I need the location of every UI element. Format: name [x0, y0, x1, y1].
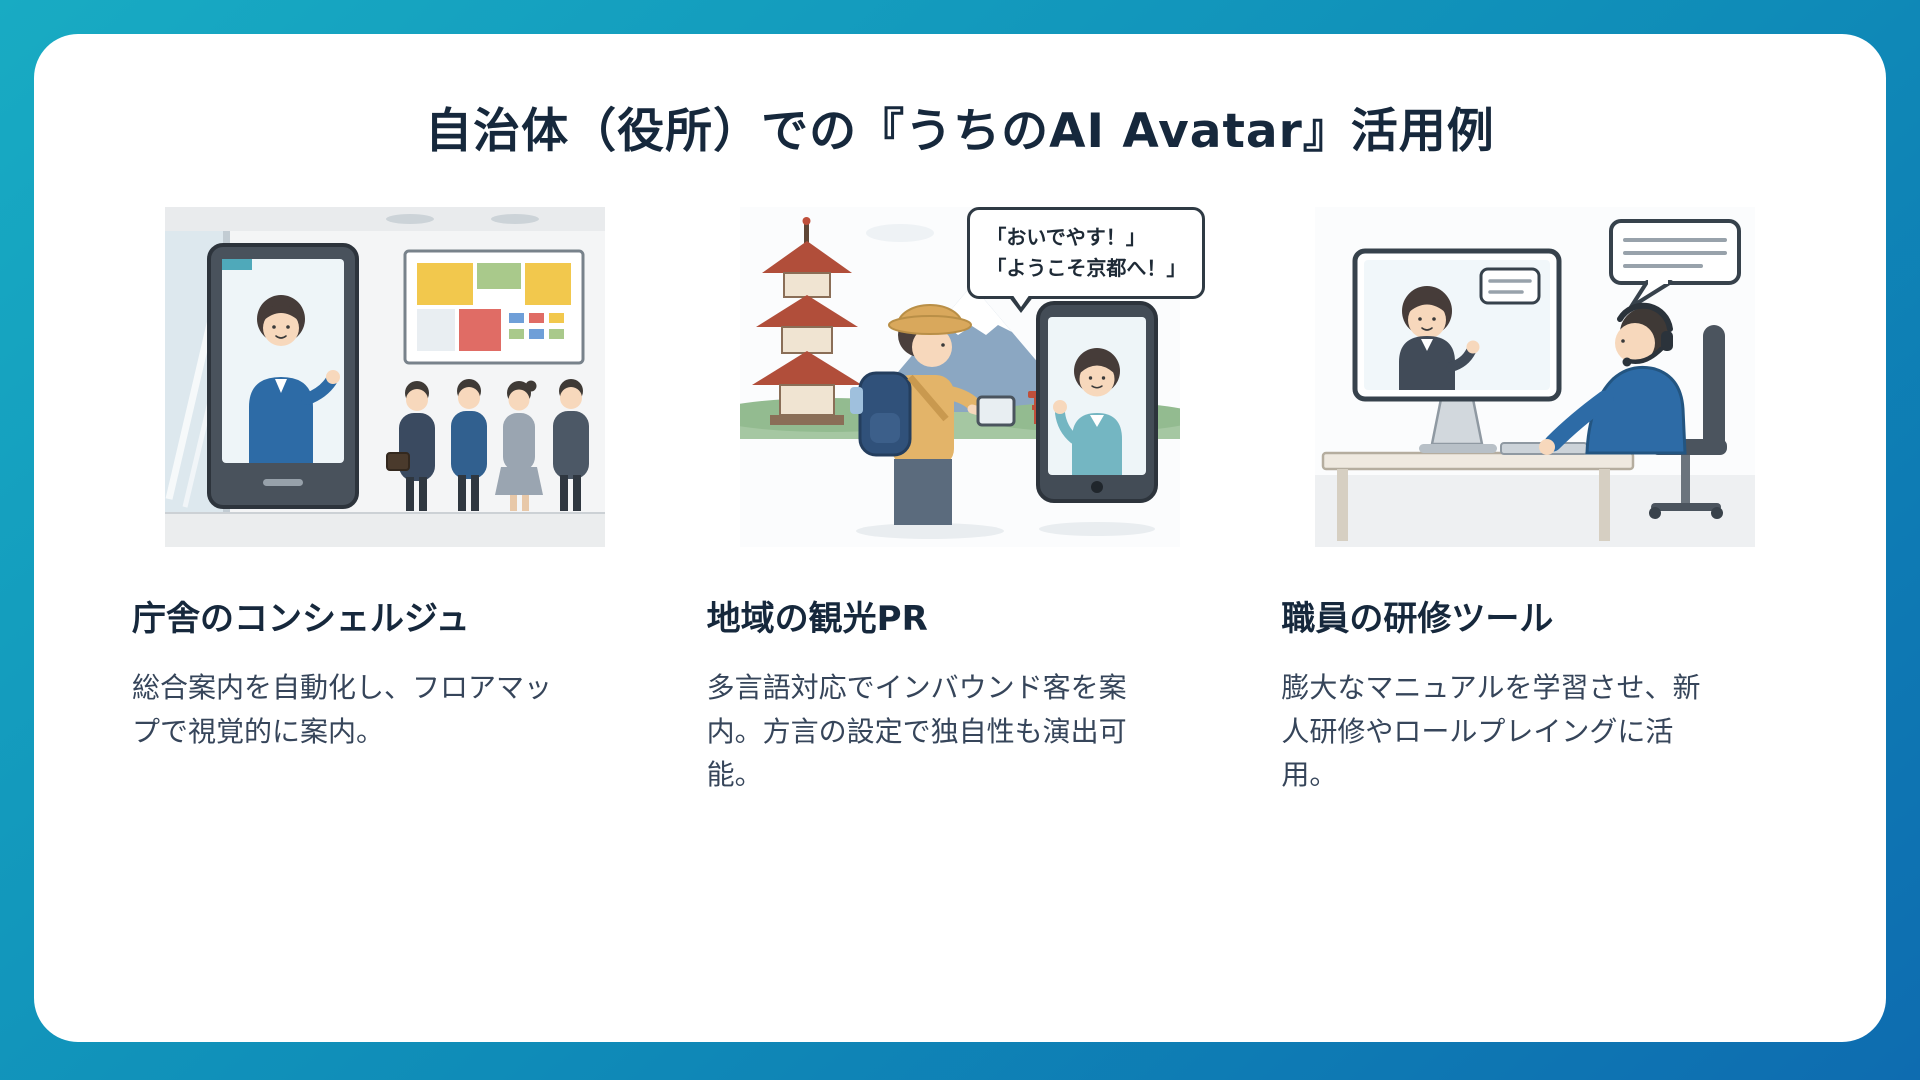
pagoda: [752, 217, 862, 425]
speech-bubble-line2: 「ようこそ京都へ！」: [986, 256, 1187, 280]
tourism-pr-svg: [740, 207, 1180, 547]
tourism-pr-illustration: 「おいでやす！」 「ようこそ京都へ！」: [701, 207, 1220, 547]
avatar-tablet: [1036, 301, 1158, 503]
use-case-heading-training: 職員の研修ツール: [1281, 599, 1554, 639]
slide-card: 自治体（役所）での『うちのAI Avatar』活用例: [34, 34, 1886, 1042]
digital-signage-kiosk: [207, 243, 360, 509]
monitor-with-avatar: [1352, 248, 1562, 453]
use-case-body-tourism: 多言語対応でインバウンド客を案内。方言の設定で独自性も演出可能。: [706, 671, 1127, 792]
visitor-queue: [386, 379, 590, 511]
training-illustration: [1275, 207, 1794, 547]
training-svg: [1314, 207, 1755, 547]
speech-bubble: 「おいでやす！」 「ようこそ京都へ！」: [967, 207, 1206, 313]
office-chair: [1648, 325, 1727, 519]
use-case-column-training: 職員の研修ツール 膨大なマニュアルを学習させ、新人研修やロールプレイングに活用。: [1275, 207, 1794, 1042]
chat-bubble-icon: [1608, 219, 1741, 309]
use-case-body-concierge: 総合案内を自動化し、フロアマップで視覚的に案内。: [132, 671, 553, 748]
desk: [1321, 451, 1634, 541]
use-case-heading-concierge: 庁舎のコンシェルジュ: [132, 599, 470, 639]
trainee-with-headset: [1538, 302, 1687, 455]
use-case-column-tourism: 「おいでやす！」 「ようこそ京都へ！」: [701, 207, 1220, 1042]
floor-map: [403, 249, 585, 365]
use-case-columns: 庁舎のコンシェルジュ 総合案内を自動化し、フロアマップで視覚的に案内。 「おいで…: [34, 207, 1886, 1042]
slide-title: 自治体（役所）での『うちのAI Avatar』活用例: [425, 104, 1495, 159]
speech-bubble-line1: 「おいでやす！」: [986, 225, 1146, 249]
use-case-body-training: 膨大なマニュアルを学習させ、新人研修やロールプレイングに活用。: [1281, 671, 1701, 792]
kiosk-concierge-svg: [165, 207, 606, 547]
use-case-column-concierge: 庁舎のコンシェルジュ 総合案内を自動化し、フロアマップで視覚的に案内。: [126, 207, 645, 1042]
tourist: [850, 304, 1016, 525]
use-case-heading-tourism: 地域の観光PR: [706, 599, 928, 639]
kiosk-concierge-illustration: [126, 207, 645, 547]
